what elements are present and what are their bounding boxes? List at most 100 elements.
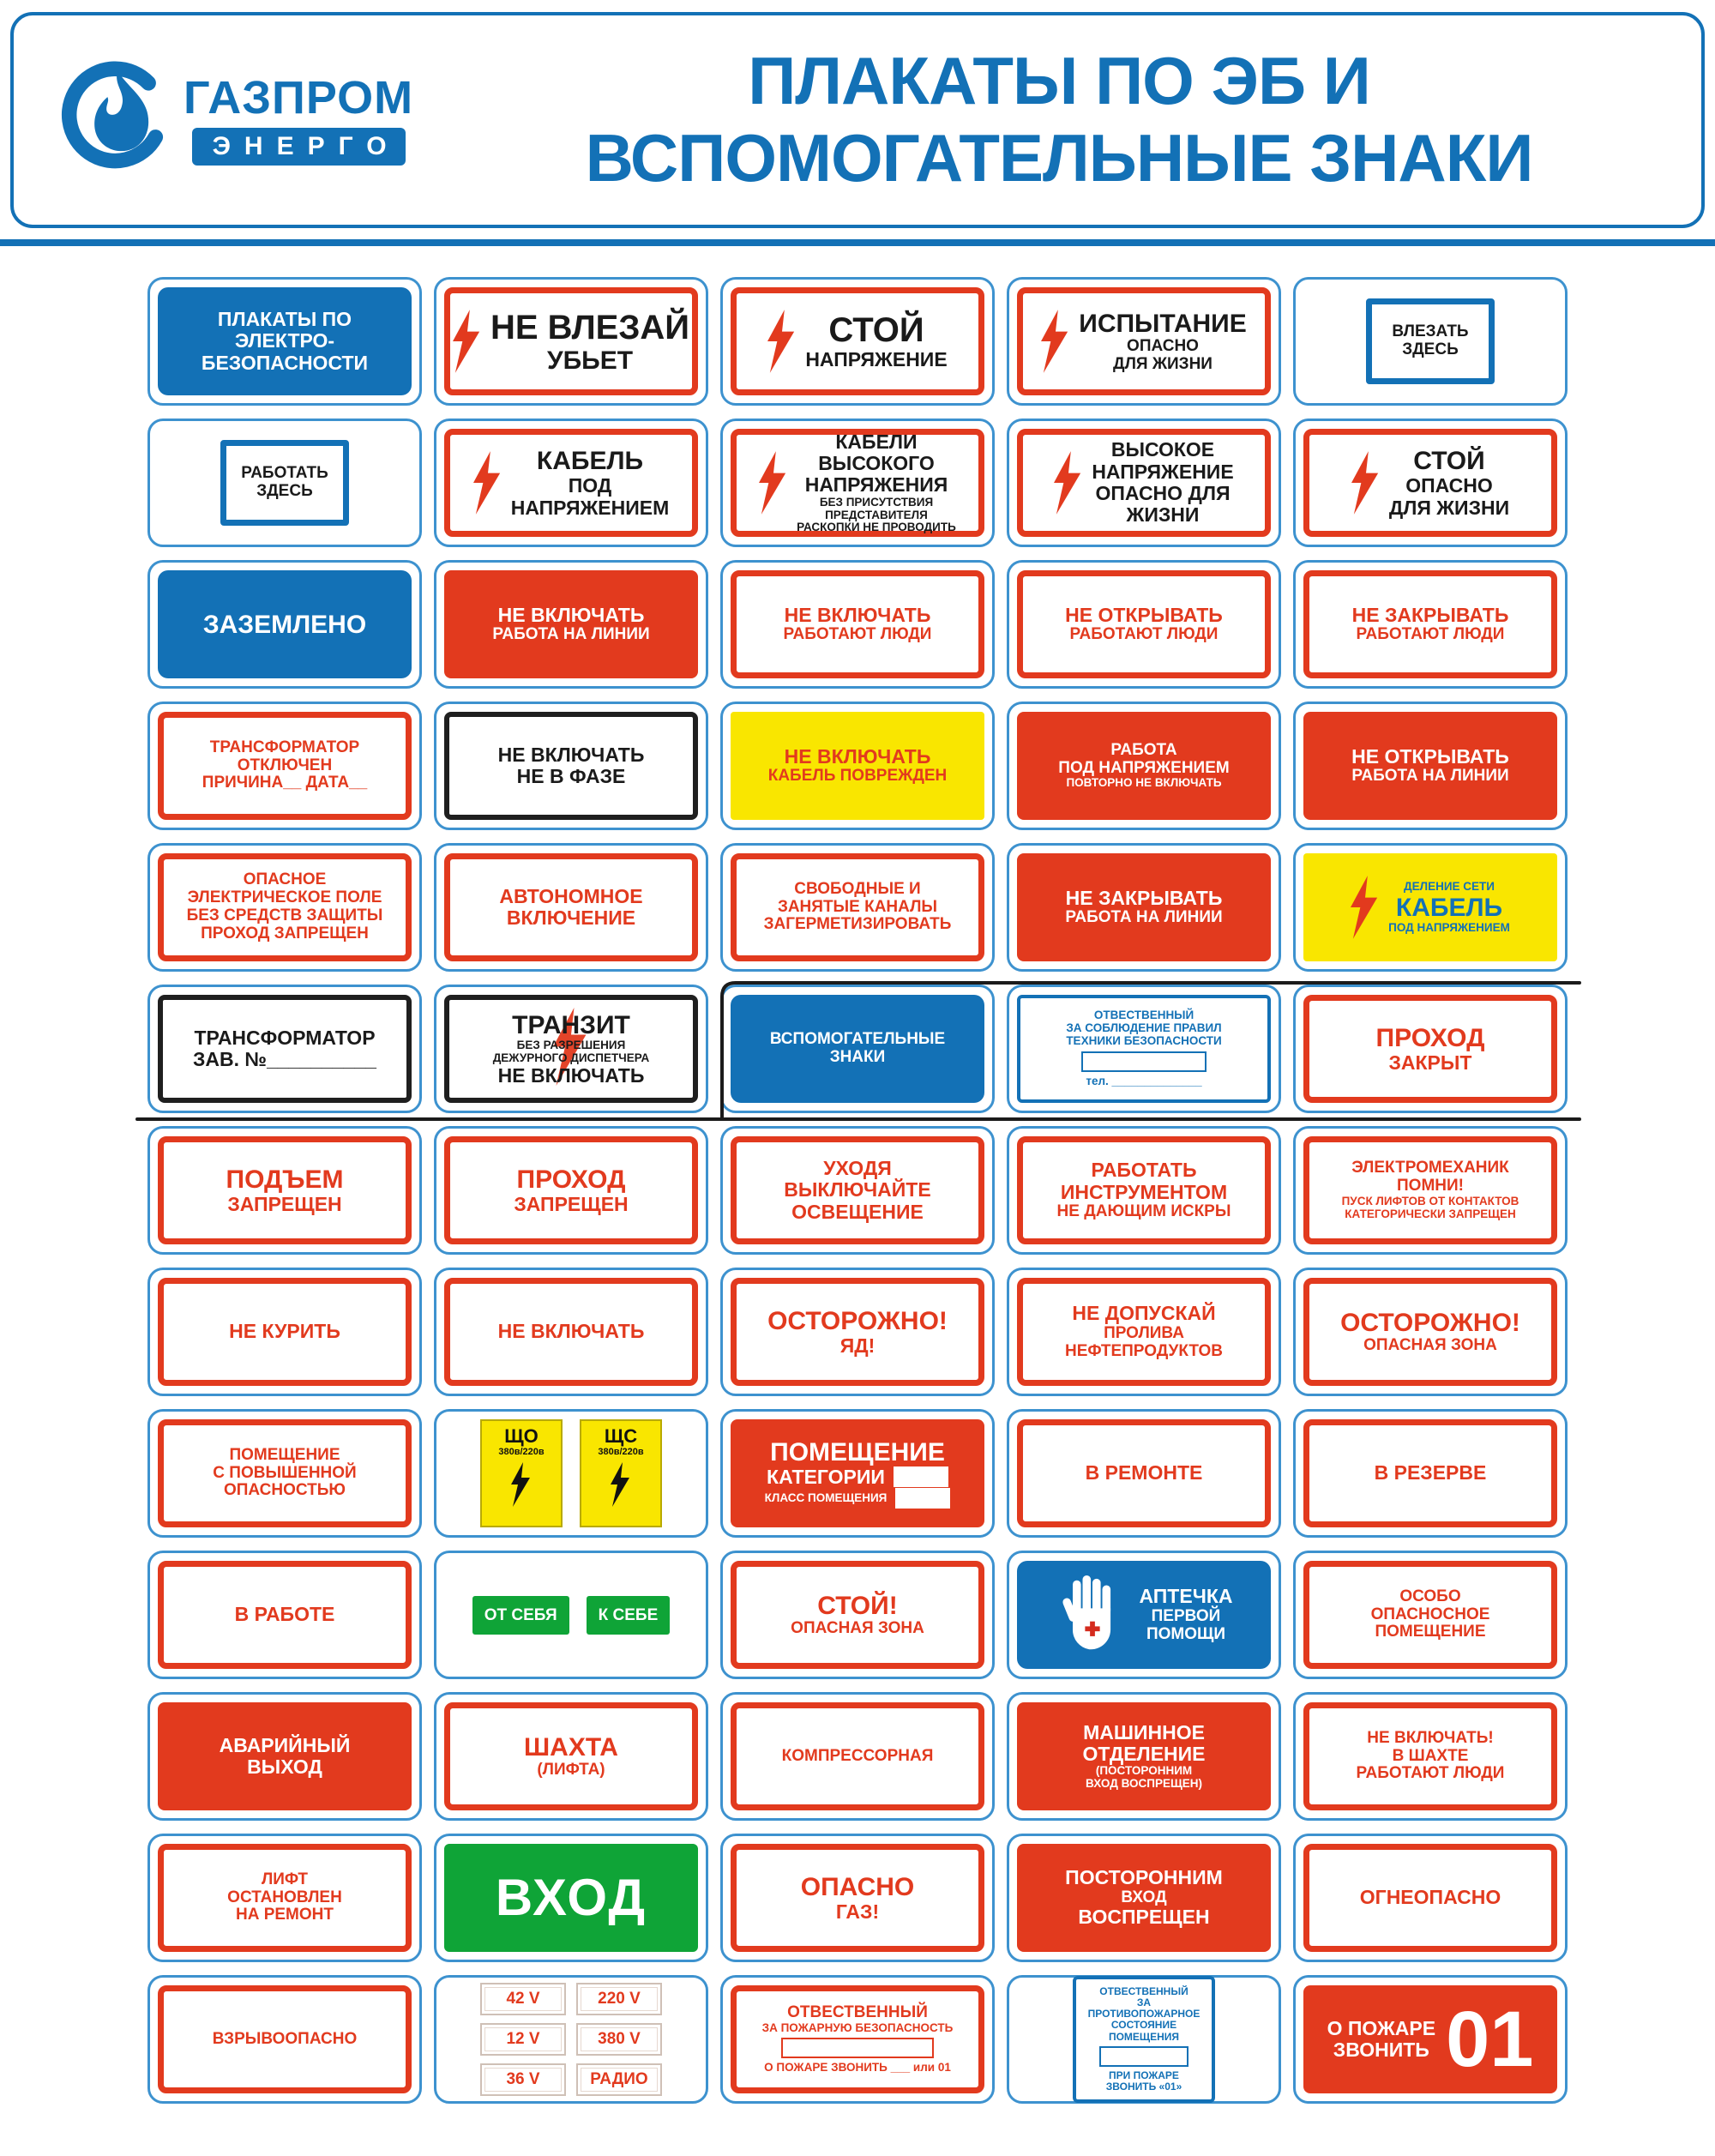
cell-zazemleno: ЗАЗЕМЛЕНО xyxy=(147,560,422,689)
sign-text-line: НЕ ОТКРЫВАТЬ xyxy=(1065,603,1223,626)
sign-text-line: ПРОХОД ЗАПРЕЩЕН xyxy=(201,924,369,942)
cell-ostorozhno-yad: ОСТОРОЖНО!ЯД! xyxy=(720,1268,995,1396)
sign-text-line: СОСТОЯНИЕ xyxy=(1110,2019,1177,2032)
sign-text-line: ПРОХОД xyxy=(516,1165,626,1194)
cell-v-rabote: В РАБОТЕ xyxy=(147,1551,422,1679)
sign-text-line: РАСКОПКИ НЕ ПРОВОДИТЬ xyxy=(797,521,956,534)
sign-text-line: ЗАГЕРМЕТИЗИРОВАТЬ xyxy=(763,915,952,934)
sign-text-line: БЕЗ СРЕДСТВ ЗАЩИТЫ xyxy=(186,906,383,924)
sign-text-line: ЭЛЕКТРИЧЕСКОЕ ПОЛЕ xyxy=(187,888,382,907)
sign-text-line: КАБЕЛЬ xyxy=(536,447,644,476)
lightning-icon xyxy=(511,1459,532,1512)
sign-text-line: ЗАПРЕЩЕН xyxy=(227,1192,342,1215)
sign-text-line: ДЛЯ ЖИЗНИ xyxy=(1113,354,1213,373)
sign-text-line: ЯД! xyxy=(839,1334,876,1357)
kompressornaya: КОМПРЕССОРНАЯ xyxy=(731,1702,984,1810)
sign-text-line: ПОД НАПРЯЖЕНИЕМ xyxy=(1388,920,1510,934)
logo-sub: ЭНЕРГО xyxy=(191,128,406,166)
sign-text-line: СТОЙ xyxy=(828,311,924,350)
sign-text-line: УБЬЕТ xyxy=(546,346,634,375)
sign-text-line: НАПРЯЖЕНИЕ xyxy=(805,348,948,371)
sign-text-line: ШАХТА xyxy=(524,1733,618,1762)
cell-ostorozhno-opasnaya-zona: ОСТОРОЖНО!ОПАСНАЯ ЗОНА xyxy=(1293,1268,1568,1396)
big-01-number: 01 xyxy=(1446,1996,1534,2083)
sign-text-line: О ПОЖАРЕ xyxy=(1327,2016,1436,2039)
sign-text-line: ПОСТОРОННИМ xyxy=(1065,1866,1223,1889)
sign-text-line: ВЫСОКОЕ xyxy=(1110,438,1215,461)
voltage-label: 12 V xyxy=(480,2023,566,2056)
sign-text-line: ПРИ ПОЖАРЕ xyxy=(1109,2069,1179,2081)
vzryvoopasno: ВЗРЫВООПАСНО xyxy=(158,1985,412,2093)
blank-write-in-box xyxy=(893,1466,948,1488)
sign-text-line: АВТОНОМНОЕ xyxy=(499,884,643,907)
sign-text-line: БЕЗ ПРИСУТСТВИЯ xyxy=(819,495,934,509)
sign-text-line: НАПРЯЖЕНИЯ xyxy=(804,473,948,497)
ne-vklyuchat: НЕ ВКЛЮЧАТЬ xyxy=(444,1278,698,1386)
sign-text-line: ПОМОЩИ xyxy=(1146,1624,1226,1643)
sign-text-line: ЛИФТ xyxy=(261,1870,309,1888)
sign-text-line: ПРЕДСТАВИТЕЛЯ xyxy=(825,508,928,521)
ne-kurit: НЕ КУРИТЬ xyxy=(158,1278,412,1386)
sign-text-line: АВАРИЙНЫЙ xyxy=(219,1733,351,1756)
sign-text-line: НАПРЯЖЕНИЕМ xyxy=(510,496,670,519)
sign-text-line: ПОМЕЩЕНИЕ xyxy=(229,1445,340,1464)
sign-text-line: О ПОЖАРЕ ЗВОНИТЬ ___ или 01 xyxy=(764,2061,951,2075)
sign-text: НЕ КУРИТЬ xyxy=(229,1321,340,1343)
sign-text-line: ОСТОРОЖНО! xyxy=(1340,1309,1520,1338)
sign-text-line: ОПАСНО xyxy=(1127,336,1199,355)
sign-text-line: ПОМНИ! xyxy=(1397,1177,1464,1195)
sign-text-line: ЗАВ. №__________ xyxy=(193,1048,376,1070)
lightning-icon xyxy=(1041,309,1070,374)
sign-text-line: ДЛЯ ЖИЗНИ xyxy=(1388,496,1510,519)
sign-text-line: ПРИЧИНА__ ДАТА__ xyxy=(202,774,368,792)
sign-text-line: НЕФТЕПРОДУКТОВ xyxy=(1064,1341,1224,1360)
lightning-icon xyxy=(553,1006,589,1093)
gazprom-flame-icon xyxy=(51,39,172,202)
gazprom-energo-logo: ГАЗПРОМ ЭНЕРГО xyxy=(51,39,454,202)
sign-text-line: КОМПРЕССОРНАЯ xyxy=(781,1746,934,1765)
sign-text-line: ЗАКРЫТ xyxy=(1388,1051,1472,1074)
sign-text-line: ПОДЪЕМ xyxy=(226,1165,344,1194)
sign-text-line: ПУСК ЛИФТОВ ОТ КОНТАКТОВ xyxy=(1341,1195,1519,1208)
sign-text: ШАХТА(ЛИФТА) xyxy=(524,1733,618,1780)
sign-text-line: ОПАСНАЯ ЗОНА xyxy=(791,1619,924,1638)
sign-text-line: ИНСТРУМЕНТОМ xyxy=(1060,1180,1228,1203)
blank-write-in-box xyxy=(1081,1051,1207,1072)
sign-text-line: СВОБОДНЫЕ И xyxy=(794,879,921,898)
sign-text-line: ОПАСНОСНОЕ xyxy=(1370,1605,1490,1623)
voltage-label: РАДИО xyxy=(576,2063,662,2096)
